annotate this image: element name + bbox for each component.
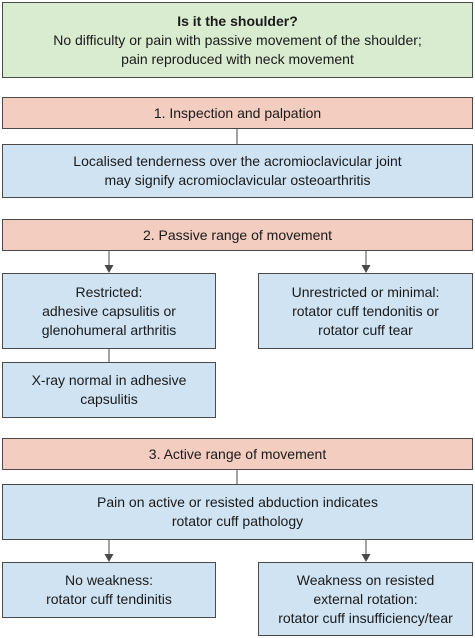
shoulder-question-box: Is it the shoulder? No difficulty or pai… <box>2 2 473 78</box>
step-passive-label: 2. Passive range of movement <box>142 226 333 243</box>
step-inspection-label: 1. Inspection and palpation <box>153 104 322 121</box>
xray-box: X-ray normal in adhesive capsulitis <box>2 362 216 418</box>
arrowhead-weakness <box>361 554 371 562</box>
step-inspection-header: 1. Inspection and palpation <box>2 97 473 129</box>
unrestricted-line-1: Unrestricted or minimal: <box>291 283 440 300</box>
restricted-line-3: glenohumeral arthritis <box>41 321 177 338</box>
weakness-line-1: Weakness on resisted <box>296 571 435 588</box>
weakness-box: Weakness on resisted external rotation: … <box>258 562 473 636</box>
unrestricted-line-3: rotator cuff tear <box>318 321 413 338</box>
unrestricted-line-2: rotator cuff tendonitis or <box>292 302 439 319</box>
step-active-header: 3. Active range of movement <box>2 438 473 470</box>
arrowhead-unrestricted <box>361 265 371 273</box>
weakness-line-2: external rotation: <box>313 590 418 607</box>
no-weakness-line-1: No weakness: <box>65 572 153 588</box>
weakness-line-3: rotator cuff insufficiency/tear <box>278 609 453 626</box>
xray-line-1: X-ray normal in adhesive <box>31 372 187 388</box>
active-finding-box: Pain on active or resisted abduction ind… <box>2 484 473 540</box>
shoulder-question-title: Is it the shoulder? <box>177 12 298 29</box>
active-finding-line-2: rotator cuff pathology <box>171 513 304 529</box>
inspection-finding-box: Localised tenderness over the acromiocla… <box>2 144 473 198</box>
restricted-line-1: Restricted: <box>75 283 143 300</box>
restricted-line-2: adhesive capsulitis or <box>42 302 176 319</box>
arrowhead-no-weakness <box>104 554 114 562</box>
shoulder-question-line-1: No difficulty or pain with passive movem… <box>53 31 422 48</box>
arrowhead-restricted <box>104 265 114 273</box>
shoulder-question-line-2: pain reproduced with neck movement <box>121 50 354 67</box>
step-active-label: 3. Active range of movement <box>148 445 327 462</box>
step-passive-header: 2. Passive range of movement <box>2 219 473 251</box>
inspection-finding-line-2: may signify acromioclavicular osteoarthr… <box>104 172 371 188</box>
inspection-finding-line-1: Localised tenderness over the acromiocla… <box>73 153 402 169</box>
active-finding-line-1: Pain on active or resisted abduction ind… <box>97 494 378 510</box>
restricted-box: Restricted: adhesive capsulitis or gleno… <box>2 273 216 349</box>
no-weakness-box: No weakness: rotator cuff tendinitis <box>2 562 216 618</box>
no-weakness-line-2: rotator cuff tendinitis <box>46 591 172 607</box>
unrestricted-box: Unrestricted or minimal: rotator cuff te… <box>258 273 473 349</box>
xray-line-2: capsulitis <box>80 391 138 407</box>
